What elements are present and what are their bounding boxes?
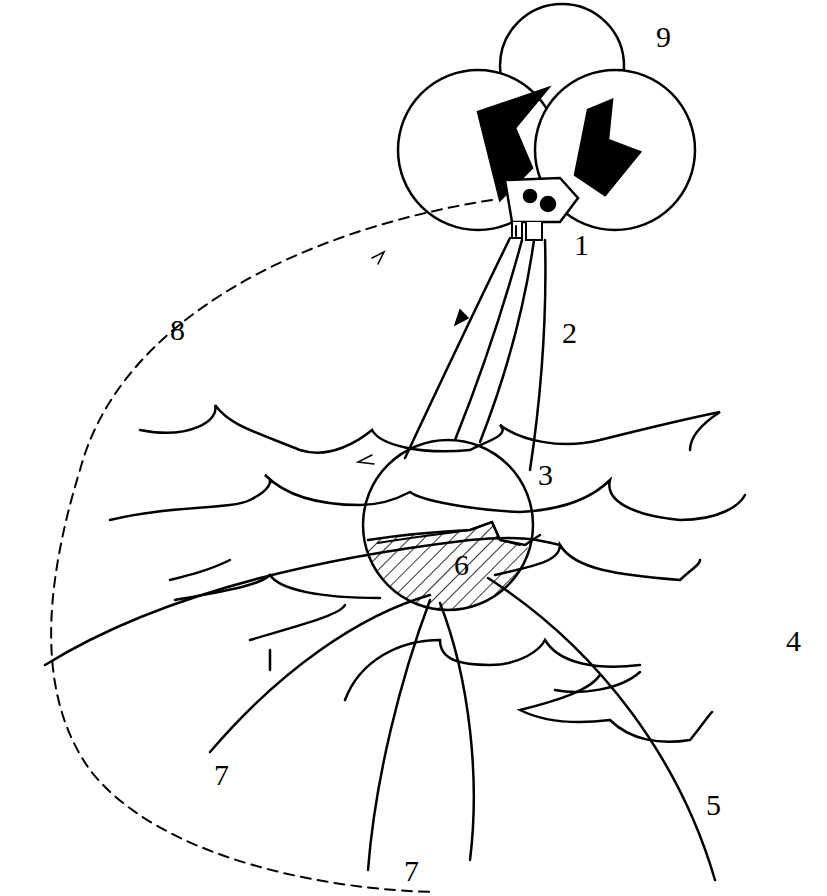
gondola [505,178,578,222]
callout-number: 6 [454,550,469,580]
cable [488,578,715,880]
callout-number: 1 [574,230,589,260]
callout-number: 8 [170,315,185,345]
callout-number: 5 [706,790,721,820]
cable [210,595,430,752]
tether [480,240,534,442]
gondola-port [541,197,555,211]
callout-number: 2 [562,318,577,348]
callout-number: 4 [786,626,801,656]
callout-number: 3 [538,460,553,490]
callout-number: 7 [214,760,229,790]
waterline [378,522,520,545]
submerged-part [360,522,540,620]
flow-arrow [358,455,374,464]
flow-arrow [455,310,468,325]
callout-number: 7 [404,856,419,886]
tether [405,238,510,458]
winch [512,222,542,240]
wave [110,475,745,520]
winch [515,226,517,236]
tether [530,240,545,470]
wave [140,405,720,453]
cable [368,600,430,870]
flow-arrow [372,252,384,264]
gondola-port [524,190,536,202]
tether [455,240,522,440]
cable [440,603,474,860]
sail-wedge [575,100,640,195]
callout-number: 9 [656,22,671,52]
